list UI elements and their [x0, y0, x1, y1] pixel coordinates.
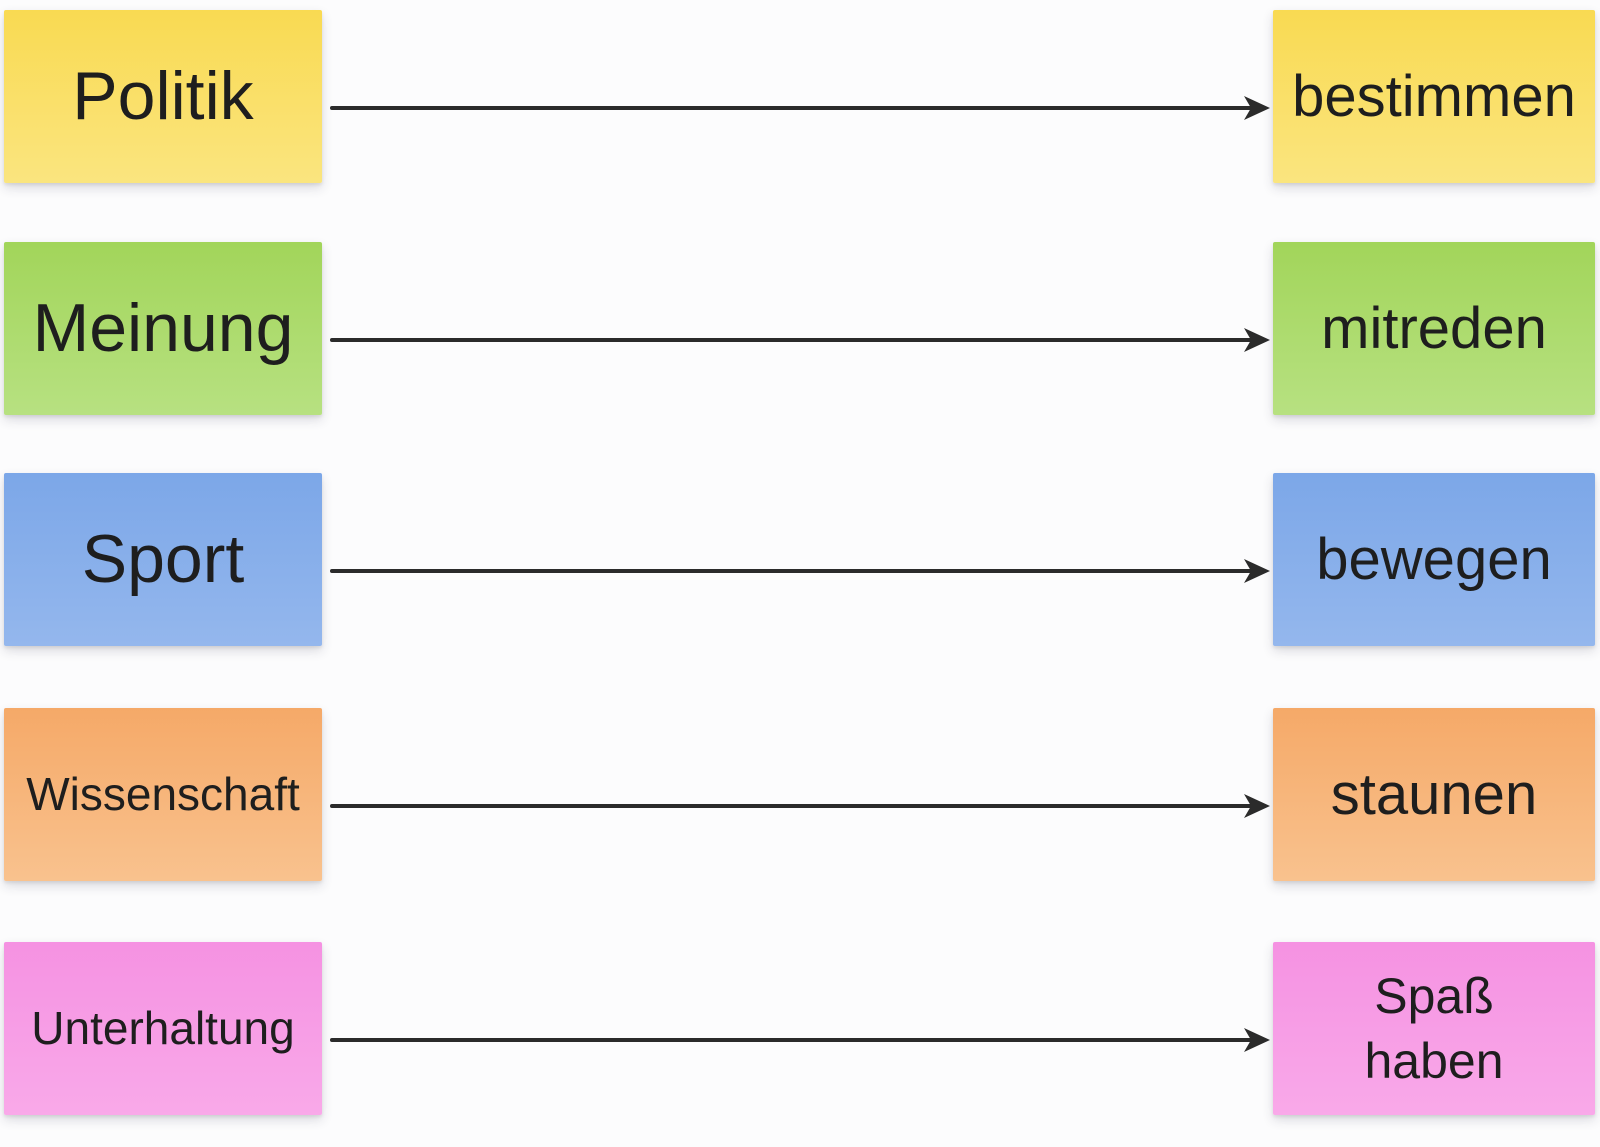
connector-arrow[interactable]	[330, 1026, 1270, 1054]
match-row: Unterhaltung Spaß haben	[0, 942, 1600, 1115]
match-row: Politik bestimmen	[0, 10, 1600, 183]
arrow-shaft	[330, 804, 1256, 808]
connector-arrow[interactable]	[330, 326, 1270, 354]
sticky-note-sport[interactable]: Sport	[4, 473, 322, 646]
sticky-note-meinung[interactable]: Meinung	[4, 242, 322, 415]
match-row: Wissenschaft staunen	[0, 708, 1600, 881]
sticky-note-bewegen[interactable]: bewegen	[1273, 473, 1595, 646]
arrow-shaft	[330, 106, 1256, 110]
note-label: Wissenschaft	[26, 767, 300, 820]
arrow-right-icon	[1244, 328, 1270, 352]
sticky-note-mitreden[interactable]: mitreden	[1273, 242, 1595, 415]
note-label: Spaß haben	[1364, 967, 1504, 1089]
sticky-note-unterhaltung[interactable]: Unterhaltung	[4, 942, 322, 1115]
connector-arrow[interactable]	[330, 792, 1270, 820]
sticky-note-wissenschaft[interactable]: Wissenschaft	[4, 708, 322, 881]
connector-arrow[interactable]	[330, 94, 1270, 122]
connector-arrow[interactable]	[330, 557, 1270, 585]
note-label: Unterhaltung	[31, 1001, 295, 1054]
arrow-shaft	[330, 569, 1256, 573]
match-row: Meinung mitreden	[0, 242, 1600, 415]
sticky-note-politik[interactable]: Politik	[4, 10, 322, 183]
note-label: bestimmen	[1292, 63, 1576, 129]
sticky-note-staunen[interactable]: staunen	[1273, 708, 1595, 881]
arrow-shaft	[330, 338, 1256, 342]
note-label: bewegen	[1316, 526, 1552, 592]
note-label: Meinung	[32, 290, 294, 367]
sticky-note-bestimmen[interactable]: bestimmen	[1273, 10, 1595, 183]
note-label: mitreden	[1321, 295, 1547, 361]
arrow-right-icon	[1244, 559, 1270, 583]
sticky-note-spass-haben[interactable]: Spaß haben	[1273, 942, 1595, 1115]
note-label: staunen	[1330, 761, 1538, 827]
arrow-right-icon	[1244, 1028, 1270, 1052]
arrow-right-icon	[1244, 794, 1270, 818]
note-label: Politik	[72, 58, 254, 135]
note-label: Sport	[81, 521, 245, 598]
match-row: Sport bewegen	[0, 473, 1600, 646]
arrow-right-icon	[1244, 96, 1270, 120]
arrow-shaft	[330, 1038, 1256, 1042]
